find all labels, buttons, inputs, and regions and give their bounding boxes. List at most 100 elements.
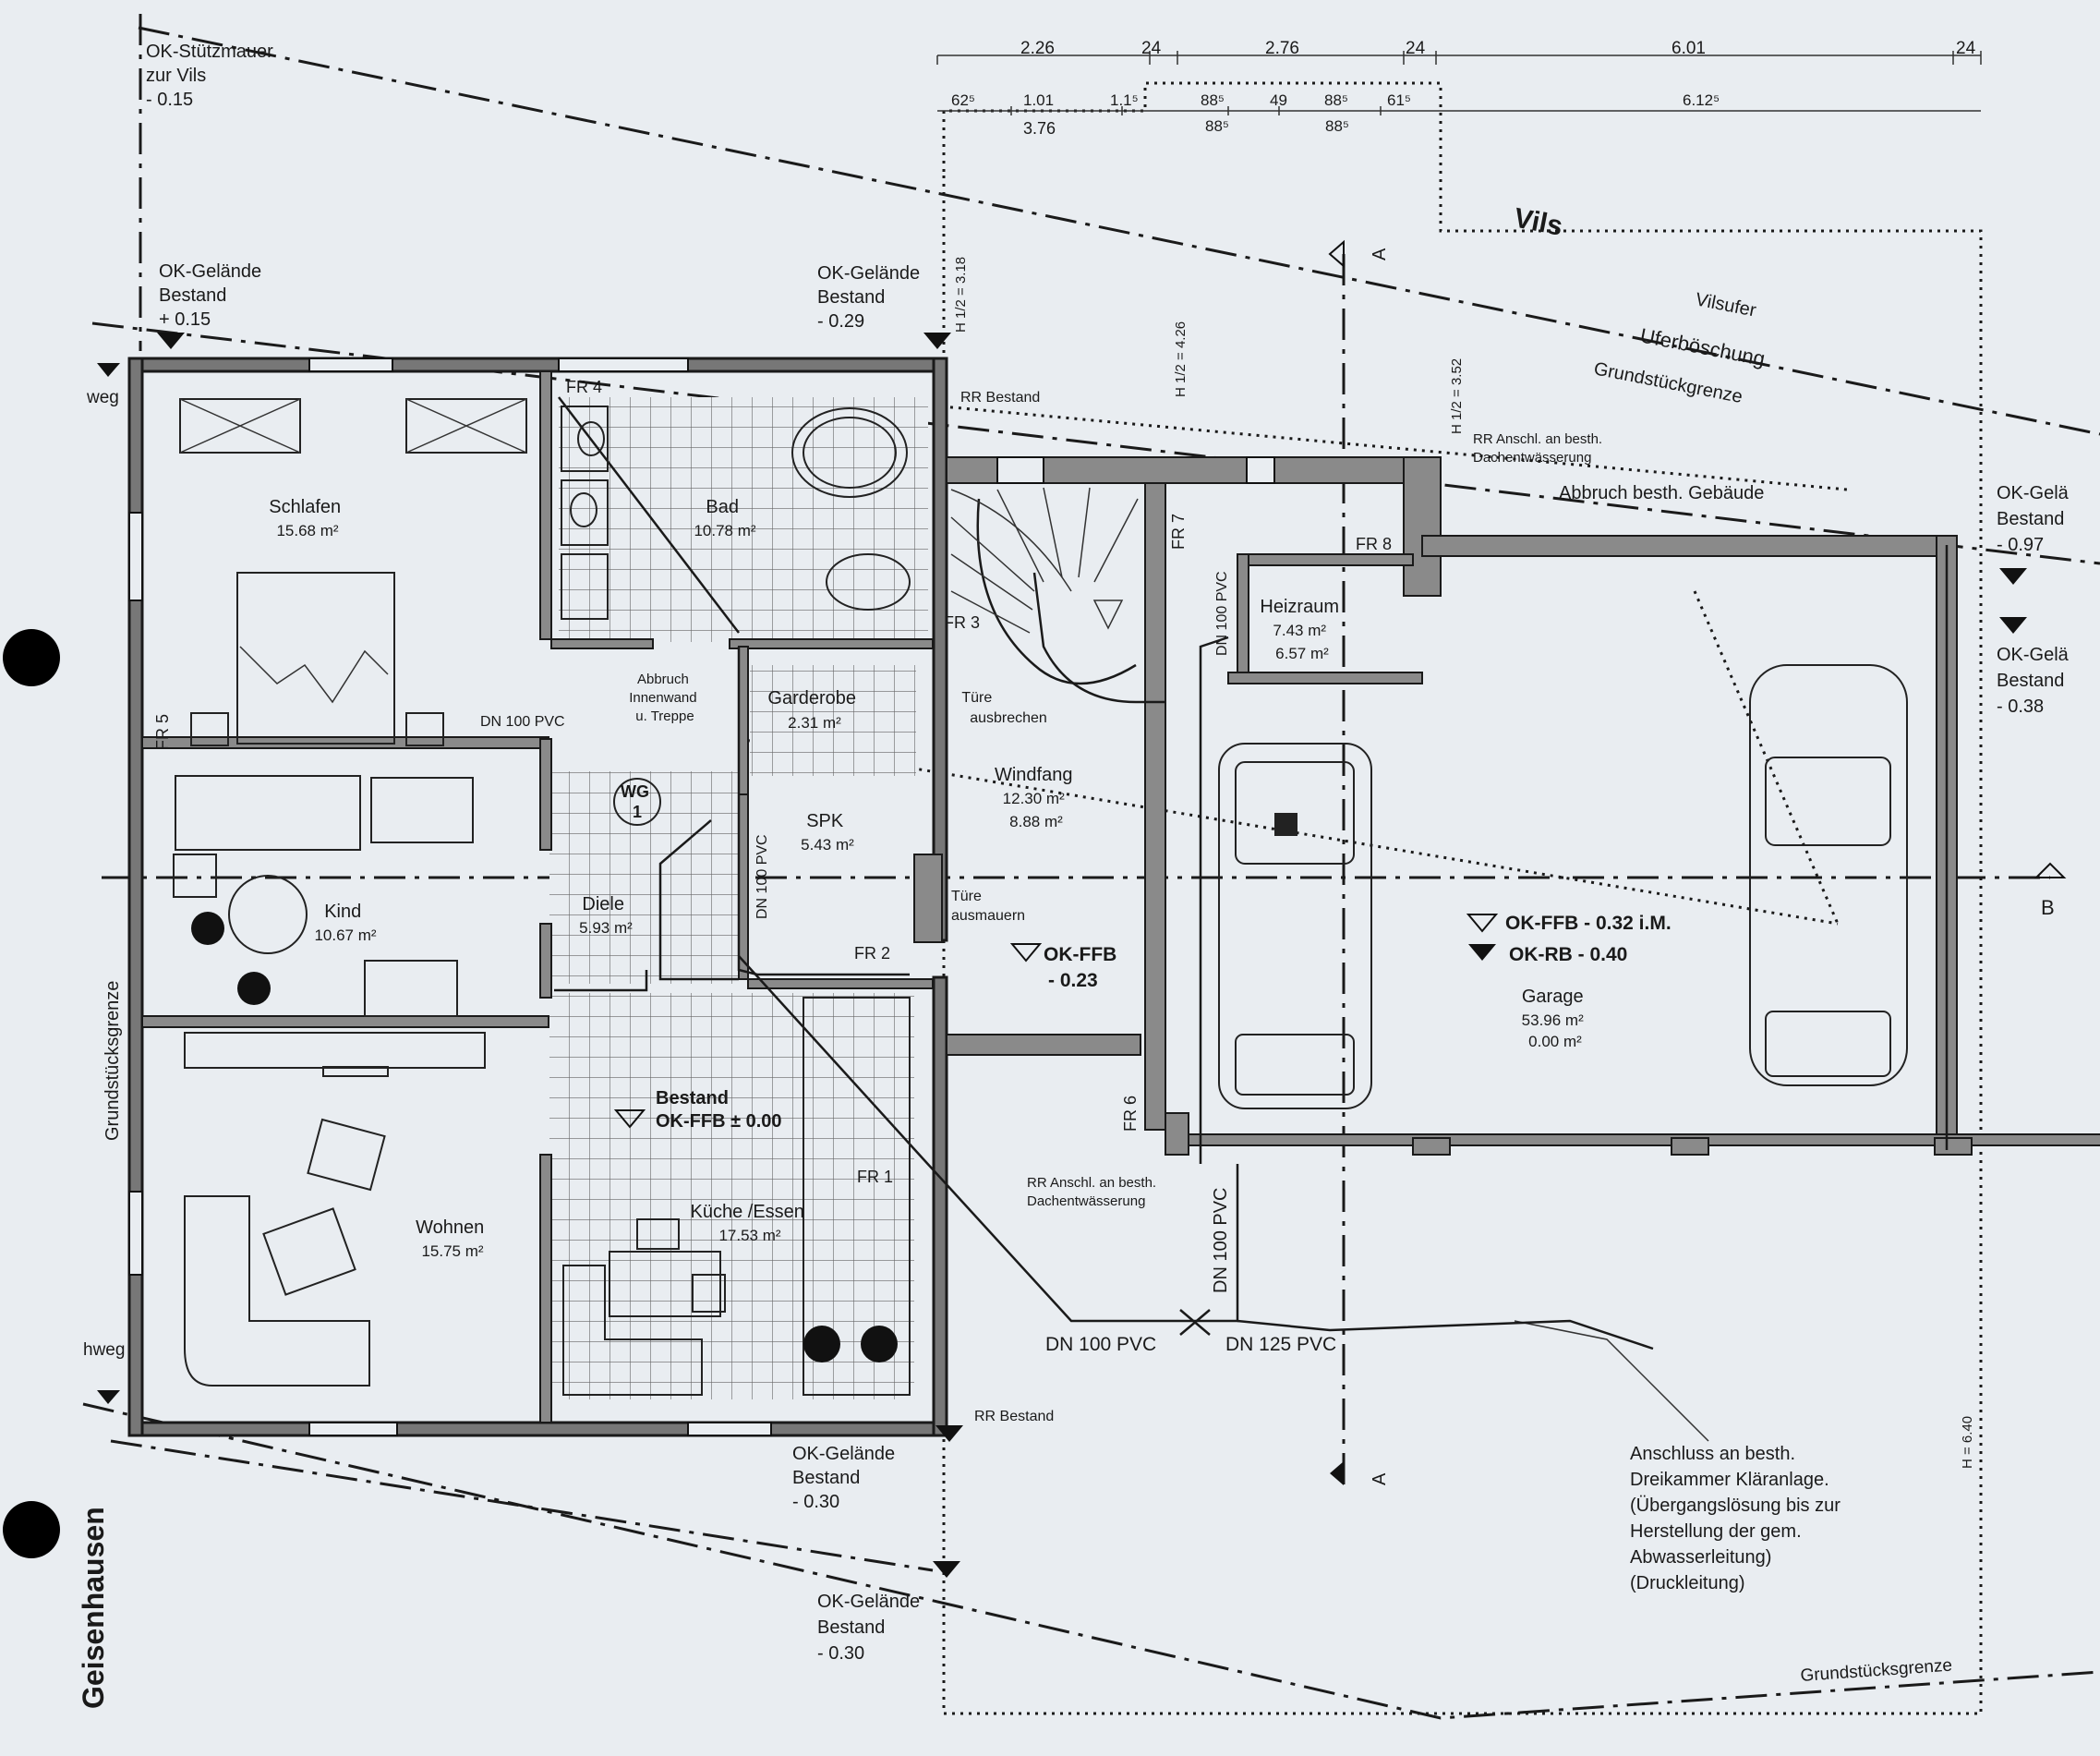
label-dn100-e: DN 100 PVC	[1045, 1334, 1156, 1355]
bath-tiles	[559, 397, 928, 642]
dim-24-c: 24	[1956, 39, 1976, 58]
sewer-line-kitchen	[738, 955, 1210, 1323]
valve	[1179, 1309, 1211, 1336]
dim-88-a: 88⁵	[1201, 91, 1225, 109]
label-fr8: FR 8	[1356, 535, 1392, 553]
label-dn125: DN 125 PVC	[1225, 1334, 1336, 1355]
dim-62: 62⁵	[951, 91, 975, 109]
dim-6-01: 6.01	[1672, 39, 1706, 58]
label-stuetzmauer: OK-Stützmauer zur Vils - 0.15	[146, 42, 278, 110]
dim-6-12: 6.12⁵	[1683, 91, 1720, 109]
label-rr-anschl-n: RR Anschl. an besth. Dachentwässerung	[1473, 431, 1606, 466]
label-vilsufer: Vilsufer	[1694, 289, 1758, 321]
height-3-18: H 1/2 = 3.18	[953, 257, 969, 333]
label-rr-bestand-n: RR Bestand	[960, 390, 1040, 406]
label-tuere-ausbrechen: Türe ausbrechen	[961, 690, 1046, 726]
label-anschluss: Anschluss an besth. Dreikammer Kläranlag…	[1630, 1444, 1845, 1593]
label-gelaende-n: OK-Gelände Bestand - 0.29	[817, 263, 925, 332]
height-3-52: H 1/2 = 3.52	[1449, 358, 1465, 434]
pressure-pipe	[1514, 1320, 1709, 1442]
label-vils: Vils	[1512, 202, 1565, 241]
bedroom-furniture	[179, 398, 527, 746]
demolition-diagonal	[941, 405, 1848, 491]
level-markers	[97, 239, 2067, 1578]
room-kind: Kind 10.67 m²	[314, 902, 376, 944]
label-weg-sw: hweg	[83, 1340, 125, 1360]
bath-fixtures	[561, 406, 911, 620]
label-fr3: FR 3	[944, 613, 980, 632]
room-diele: Diele 5.93 m²	[579, 894, 633, 937]
punch-hole-bottom	[3, 1501, 60, 1558]
label-fr4: FR 4	[566, 378, 602, 396]
spiral-stair	[950, 487, 1165, 704]
label-abbruch-wand: Abbruch Innenwand u. Treppe	[629, 672, 701, 724]
sewer-line-garderobe	[737, 647, 910, 976]
label-grundstueck-n: Grundstückgrenze	[1592, 358, 1744, 407]
room-spk: SPK 5.43 m²	[801, 811, 854, 854]
room-kueche: Küche /Essen 17.53 m²	[691, 1202, 810, 1244]
south-boundary-line	[82, 1402, 2100, 1720]
label-rr-bestand-s: RR Bestand	[974, 1409, 1054, 1424]
label-fr7: FR 7	[1169, 514, 1188, 550]
garderobe-tiles	[750, 665, 916, 776]
label-abbruch-gebaeude: Abbruch besth. Gebäude	[1559, 483, 1764, 503]
annex-walls	[913, 456, 2100, 1156]
room-schlafen: Schlafen 15.68 m²	[269, 497, 345, 539]
dim-61: 61⁵	[1387, 91, 1411, 109]
label-dn100-b: DN 100 PVC	[754, 834, 770, 919]
label-grundstueck-s: Grundstücksgrenze	[1800, 1656, 1953, 1686]
label-section-a-bottom: A	[1370, 1472, 1390, 1485]
label-garage-ffb: OK-FFB - 0.32 i.M.	[1505, 913, 1672, 934]
dim-1-01: 1.01	[1023, 91, 1054, 109]
kind-furniture	[173, 775, 474, 1017]
house-walls	[127, 357, 948, 1437]
label-geisenhausen: Geisenhausen	[77, 1507, 110, 1709]
label-garage-rb: OK-RB - 0.40	[1509, 944, 1627, 965]
label-dn100-d: DN 100 PVC	[1211, 1188, 1231, 1294]
diele-tiles	[549, 771, 743, 984]
sewer-line-main	[1237, 1319, 1654, 1350]
wg-symbol	[613, 778, 661, 826]
label-fr6: FR 6	[1121, 1096, 1140, 1132]
label-weg-w: weg	[86, 388, 119, 407]
label-wg: WG 1	[621, 782, 654, 821]
room-garderobe: Garderobe 2.31 m²	[767, 688, 861, 732]
dimension-lines	[936, 51, 1982, 115]
label-fr5: FR 5	[153, 714, 172, 750]
label-ufer: Uferböschung	[1638, 323, 1767, 370]
demolition-diagonal-3	[1693, 590, 1840, 925]
sewer-line-diele	[554, 970, 648, 992]
punch-hole-top	[3, 629, 60, 686]
car-left	[1218, 743, 1372, 1109]
height-4-26: H 1/2 = 4.26	[1173, 321, 1189, 397]
label-gelaende-s1: OK-Gelände Bestand - 0.30	[792, 1444, 900, 1512]
label-bestand-ffb: Bestand OK-FFB ± 0.00	[656, 1088, 782, 1132]
label-windfang-ffb: OK-FFB - 0.23	[1044, 944, 1122, 991]
label-rr-anschl-s: RR Anschl. an besth. Dachentwässerung	[1027, 1175, 1160, 1209]
sewer-line-spk	[658, 819, 739, 981]
label-fr1: FR 1	[857, 1168, 893, 1186]
kitchen-furniture	[562, 997, 911, 1396]
vils-bank-line	[138, 26, 2100, 436]
dim-24-b: 24	[1406, 39, 1426, 58]
height-6-40: H = 6.40	[1960, 1416, 1975, 1469]
room-garage: Garage 53.96 m² 0.00 m²	[1522, 987, 1589, 1050]
room-bad: Bad 10.78 m²	[694, 497, 755, 539]
label-gelaende-nw: OK-Gelände Bestand + 0.15	[159, 261, 267, 330]
label-gelaende-s2: OK-Gelände Bestand - 0.30	[817, 1592, 925, 1664]
dim-49: 49	[1270, 91, 1287, 109]
dim-24-a: 24	[1141, 39, 1162, 58]
living-furniture	[184, 1032, 486, 1387]
dim-88-d: 88⁵	[1325, 117, 1349, 135]
dim-88-c: 88⁵	[1205, 117, 1229, 135]
label-gelaende-e2: OK-Gelä Bestand - 0.38	[1997, 645, 2073, 717]
label-fr2: FR 2	[854, 944, 890, 963]
existing-building-outline	[942, 81, 1983, 1715]
label-dn100-c: DN 100 PVC	[1214, 571, 1230, 656]
room-windfang: Windfang 12.30 m² 8.88 m²	[995, 765, 1078, 830]
label-tuere-ausmauern: Türe ausmauern	[951, 889, 1025, 924]
room-heizraum: Heizraum 7.43 m² 6.57 m²	[1260, 597, 1344, 662]
dim-2-26: 2.26	[1020, 39, 1055, 58]
car-right	[1749, 664, 1908, 1086]
